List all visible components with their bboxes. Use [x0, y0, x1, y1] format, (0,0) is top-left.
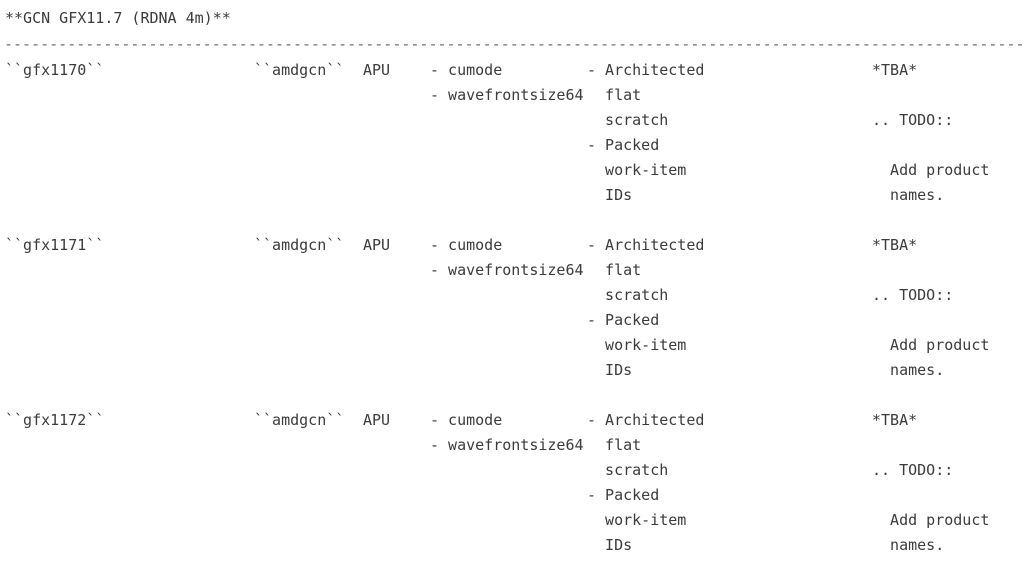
processor-cell: ``gfx1172``	[5, 411, 105, 429]
processor-cell: ``gfx1170``	[5, 61, 105, 79]
processor-cell: ``gfx1171``	[5, 236, 105, 254]
notes-cell: *TBA* .. TODO:: Add product names.	[872, 61, 990, 204]
target-triple-cell: ``amdgcn``	[254, 411, 345, 429]
features-cell: - cumode - wavefrontsize64	[430, 236, 584, 279]
table-row: ``gfx1170`` ``amdgcn`` APU - cumode - wa…	[0, 58, 1024, 208]
flat-scratch-cell: - Architected flat scratch - Packed work…	[587, 411, 705, 554]
separator-line: ----------------------------------------…	[4, 35, 1024, 53]
flat-scratch-cell: - Architected flat scratch - Packed work…	[587, 61, 705, 204]
doc-title: **GCN GFX11.7 (RDNA 4m)**	[5, 9, 231, 27]
notes-cell: *TBA* .. TODO:: Add product names.	[872, 411, 990, 554]
target-triple-cell: ``amdgcn``	[254, 61, 345, 79]
table-row: ``gfx1171`` ``amdgcn`` APU - cumode - wa…	[0, 233, 1024, 383]
target-triple-cell: ``amdgcn``	[254, 236, 345, 254]
features-cell: - cumode - wavefrontsize64	[430, 411, 584, 454]
kind-cell: APU	[363, 411, 391, 429]
table-row: ``gfx1172`` ``amdgcn`` APU - cumode - wa…	[0, 408, 1024, 558]
kind-cell: APU	[363, 236, 391, 254]
features-cell: - cumode - wavefrontsize64	[430, 61, 584, 104]
kind-cell: APU	[363, 61, 391, 79]
notes-cell: *TBA* .. TODO:: Add product names.	[872, 236, 990, 379]
flat-scratch-cell: - Architected flat scratch - Packed work…	[587, 236, 705, 379]
